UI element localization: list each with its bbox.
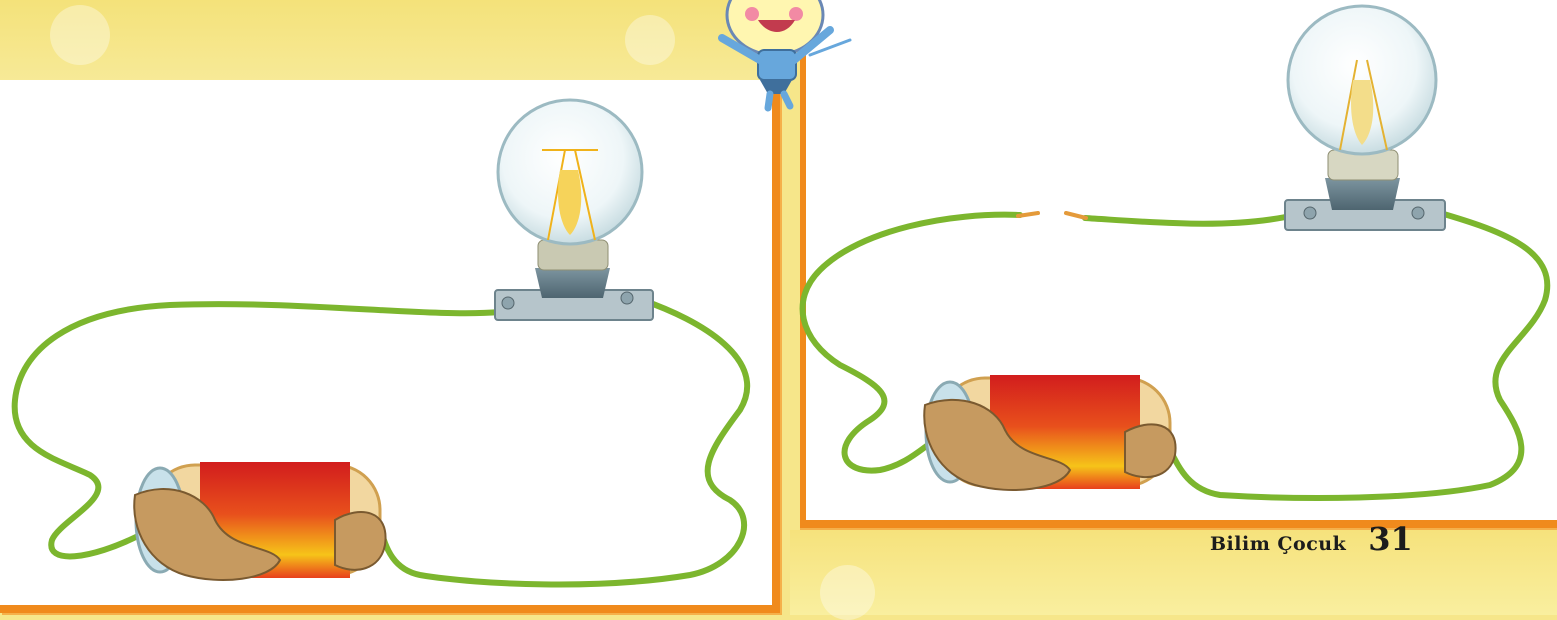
right-battery-icon <box>924 375 1175 490</box>
page-number: 31 <box>1368 520 1413 558</box>
right-bulb-icon <box>1285 6 1445 230</box>
magazine-name: Bilim Çocuk <box>1210 533 1346 555</box>
page-footer: Bilim Çocuk 31 <box>1210 520 1413 560</box>
left-battery-icon <box>134 462 385 580</box>
left-bulb-icon <box>495 100 653 320</box>
happy-bulb-mascot-icon <box>722 0 850 108</box>
